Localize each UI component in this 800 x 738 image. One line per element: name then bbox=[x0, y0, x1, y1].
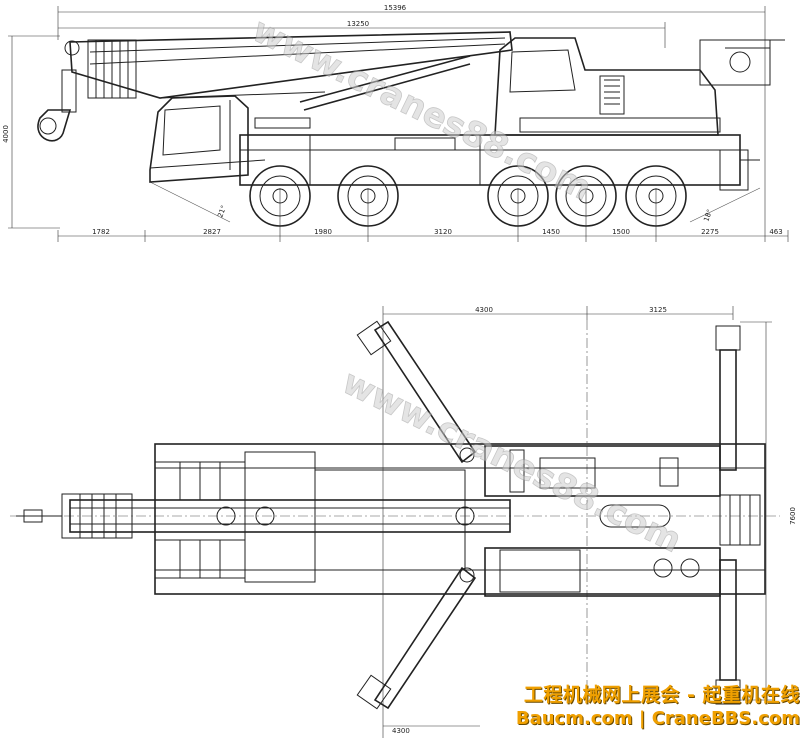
wheel-5 bbox=[625, 165, 687, 227]
dim-axle-6: 2275 bbox=[701, 228, 719, 236]
dim-axle-0: 1782 bbox=[92, 228, 110, 236]
dim-height: 4000 bbox=[2, 125, 10, 143]
superstructure bbox=[494, 37, 785, 136]
boom-plan bbox=[16, 493, 511, 539]
side-view: 15396 13250 4000 1782 2827 1980 3120 145… bbox=[2, 4, 789, 242]
wheel-3 bbox=[487, 165, 549, 227]
superstructure-plan bbox=[484, 445, 761, 597]
wheels bbox=[249, 165, 687, 227]
wheel-1 bbox=[249, 165, 311, 227]
dim-axle-4: 1450 bbox=[542, 228, 560, 236]
top-view: 4300 3125 7600 4300 bbox=[10, 306, 797, 738]
dim-axle-5: 1500 bbox=[612, 228, 630, 236]
banner-sites: Baucm.com | CraneBBS.com bbox=[515, 708, 800, 729]
telescopic-boom bbox=[37, 31, 513, 142]
dim-boom-length: 13250 bbox=[347, 20, 369, 28]
dim-outrigger-front: 4300 bbox=[475, 306, 493, 314]
wheel-2 bbox=[337, 165, 399, 227]
watermark-side-view: www.cranes88.com bbox=[246, 10, 597, 209]
dim-axle-1: 2827 bbox=[203, 228, 221, 236]
dim-axle-2: 1980 bbox=[314, 228, 332, 236]
carrier-cab bbox=[149, 95, 311, 183]
banner-title: 工程机械网上展会 - 起重机在线 bbox=[523, 684, 800, 706]
dim-axle-7: 463 bbox=[769, 228, 782, 236]
dim-outrigger-rear: 3125 bbox=[649, 306, 667, 314]
dim-overall-length: 15396 bbox=[384, 4, 407, 12]
dim-axle-3: 3120 bbox=[434, 228, 452, 236]
dim-approach-angle: 21° bbox=[216, 204, 228, 218]
outriggers bbox=[356, 320, 741, 710]
dim-outrigger-bottom: 4300 bbox=[392, 727, 410, 735]
watermark-top-view: www.cranes88.com bbox=[336, 362, 687, 561]
wheel-4 bbox=[555, 165, 617, 227]
carrier-plan bbox=[154, 443, 766, 595]
dim-departure-angle: 18° bbox=[702, 208, 714, 222]
dim-outrigger-span: 7600 bbox=[789, 507, 797, 525]
